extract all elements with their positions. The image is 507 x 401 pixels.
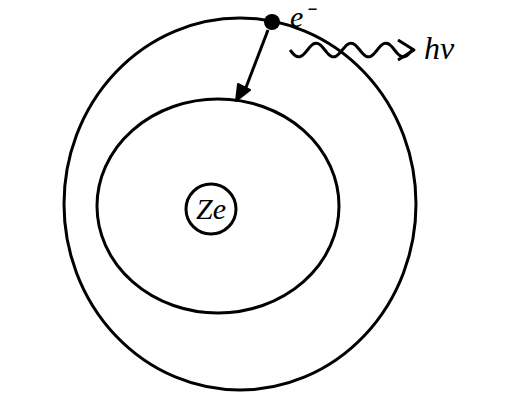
photon-label-holder: hν [424,32,454,64]
electron-label: e⁻ [290,0,313,33]
photon-wave [290,43,412,57]
outer-orbit [64,18,416,390]
nucleus-charge: Ze [184,182,238,224]
transition-arrowhead [236,84,250,101]
nucleus-circle: Ze [184,182,238,236]
transition-arrow [245,30,268,90]
photon-label: hν [424,30,454,66]
photon-arrowhead [398,40,414,60]
electron-dot [264,14,280,30]
inner-orbit [97,99,339,313]
electron-label-holder: e⁻ [290,2,313,32]
